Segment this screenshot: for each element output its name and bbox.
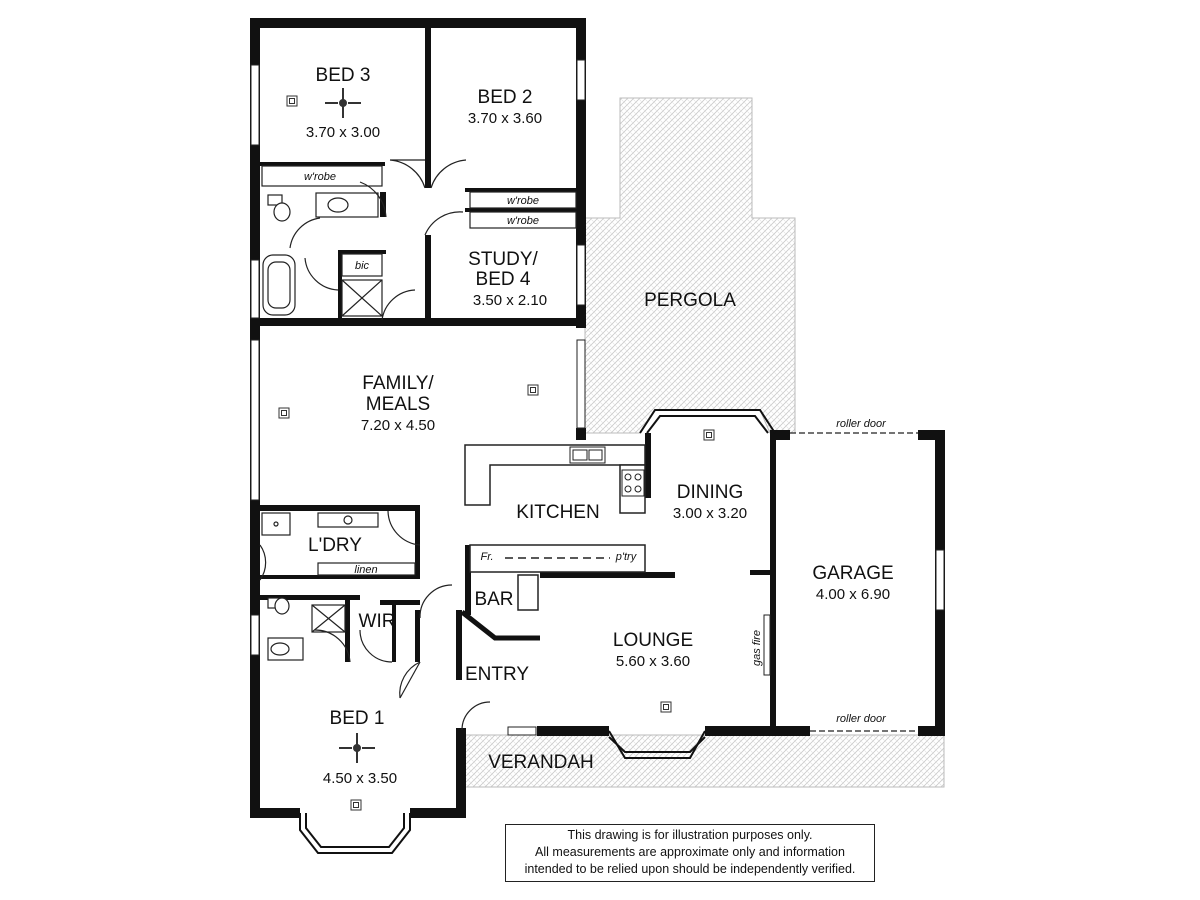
linen-label: linen (354, 564, 377, 576)
bay-windows (299, 409, 776, 854)
room-name-bed2: BED 2 (478, 87, 533, 108)
room-name-bar: BAR (474, 589, 513, 610)
room-name-study: STUDY/ (468, 249, 538, 270)
room-name-meals: MEALS (366, 394, 430, 415)
room-dims-bed2: 3.70 x 3.60 (468, 110, 542, 127)
bathroom-fixtures (261, 192, 383, 661)
room-name-family: FAMILY/ (362, 373, 434, 394)
disclaimer-line-2: All measurements are approximate only an… (535, 845, 845, 859)
light-fitting-icon (278, 95, 715, 811)
room-name-bed1: BED 1 (330, 708, 385, 729)
room-name-entry: ENTRY (465, 664, 529, 685)
ceiling-fan-icon (325, 88, 375, 763)
pantry-label: p'try (615, 551, 638, 563)
room-name-bed4: BED 4 (476, 269, 531, 290)
fridge-label: Fr. (480, 551, 493, 563)
door-swings (259, 159, 491, 731)
room-name-dining: DINING (677, 482, 744, 503)
roller-door-label-top: roller door (836, 418, 887, 430)
gas-fire-label: gas fire (751, 630, 763, 666)
wrobe-label-study: w'robe (507, 215, 539, 227)
room-name-garage: GARAGE (812, 563, 893, 584)
room-dims-family: 7.20 x 4.50 (361, 417, 435, 434)
fixture-labels: w'robe w'robe w'robe bic linen Fr. p'try… (304, 171, 887, 725)
wrobe-label-bed2: w'robe (507, 195, 539, 207)
room-name-verandah: VERANDAH (488, 752, 594, 773)
room-name-lounge: LOUNGE (613, 630, 693, 651)
room-labels: BED 3 3.70 x 3.00 BED 2 3.70 x 3.60 STUD… (306, 65, 894, 787)
roller-doors (790, 432, 918, 732)
room-name-ldry: L'DRY (308, 535, 362, 556)
room-name-wir: WIR (359, 611, 396, 632)
sink-icon (569, 446, 606, 464)
room-dims-garage: 4.00 x 6.90 (816, 586, 890, 603)
pergola-area (584, 97, 796, 434)
room-dims-bed1: 4.50 x 3.50 (323, 770, 397, 787)
bar-wall (460, 610, 540, 641)
gas-fire (763, 614, 771, 676)
room-dims-bed3: 3.70 x 3.00 (306, 124, 380, 141)
disclaimer-line-1: This drawing is for illustration purpose… (567, 828, 813, 842)
kitchen-benches (464, 444, 646, 611)
wrobe-label-bed3: w'robe (304, 171, 336, 183)
room-dims-lounge: 5.60 x 3.60 (616, 653, 690, 670)
room-dims-dining: 3.00 x 3.20 (673, 505, 747, 522)
room-name-bed3: BED 3 (316, 65, 371, 86)
bic-label: bic (355, 260, 370, 272)
interior-walls (260, 28, 776, 730)
verandah-area (461, 734, 945, 788)
windows (250, 59, 945, 736)
disclaimer-box: This drawing is for illustration purpose… (505, 824, 875, 882)
room-dims-study: 3.50 x 2.10 (473, 292, 547, 309)
disclaimer-line-3: intended to be relied upon should be ind… (524, 862, 856, 876)
room-name-pergola: PERGOLA (644, 290, 736, 311)
roller-door-label-bottom: roller door (836, 713, 887, 725)
room-name-kitchen: KITCHEN (516, 502, 599, 523)
cooktop-icon (621, 469, 645, 497)
wardrobes (261, 165, 577, 576)
